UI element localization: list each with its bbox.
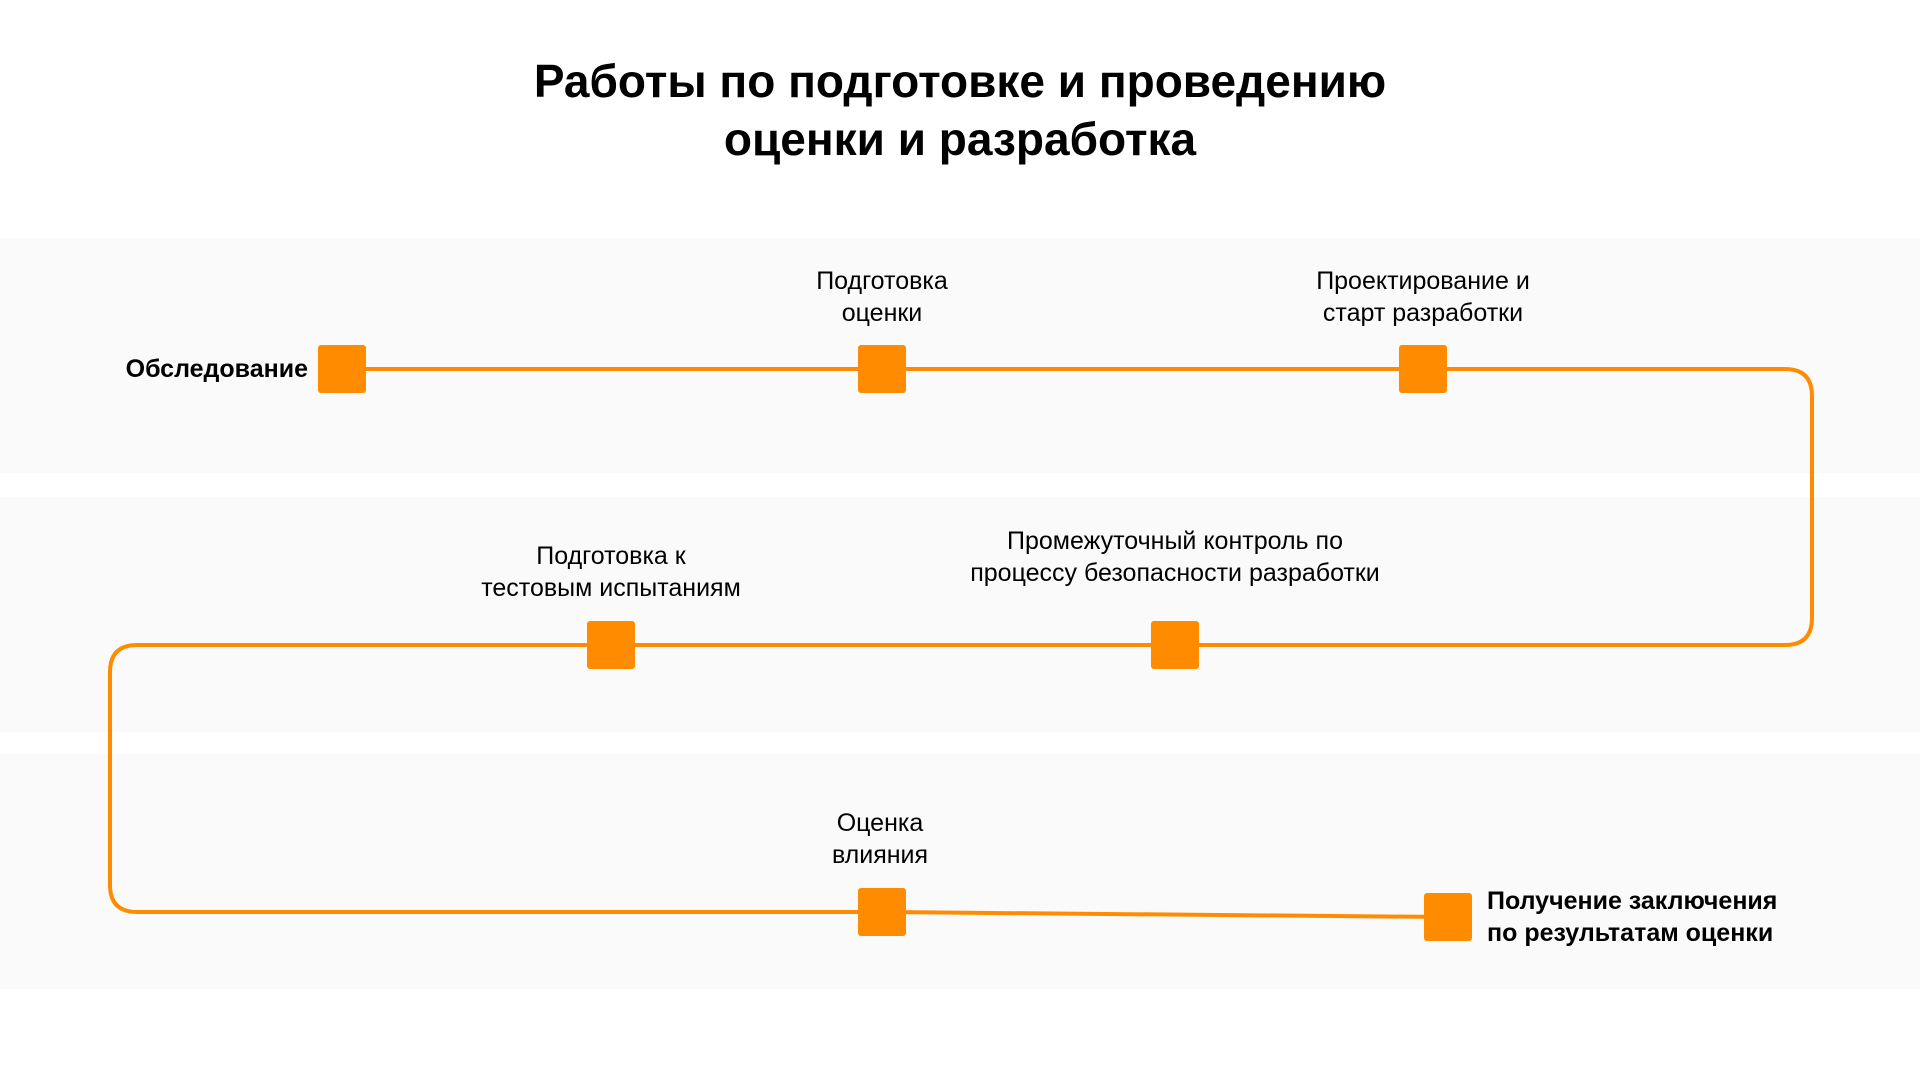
row-band-3	[0, 754, 1920, 989]
step-label-impact-assessment: Оценка влияния	[832, 807, 928, 871]
step-label-impact-assessment-line-1: Оценка	[836, 809, 924, 837]
step-label-interim-control-line-2: процессу безопасности разработки	[970, 559, 1380, 587]
step-label-conclusion-line-2: по результатам оценки	[1487, 919, 1774, 947]
step-label-design-start: Проектирование и старт разработки	[1316, 265, 1530, 329]
step-label-interim-control-line-1: Промежуточный контроль по	[1007, 527, 1343, 555]
step-label-conclusion-line-1: Получение заключения	[1487, 887, 1778, 915]
diagram-title-line-2: оценки и разработка	[723, 113, 1197, 165]
step-label-conclusion: Получение заключения по результатам оцен…	[1487, 885, 1777, 949]
step-marker-impact-assessment	[858, 888, 906, 936]
step-label-test-prep: Подготовка к тестовым испытаниям	[481, 540, 741, 604]
step-marker-test-prep	[587, 621, 635, 669]
step-marker-interim-control	[1151, 621, 1199, 669]
connector-line	[108, 367, 1814, 919]
diagram-title-line-1: Работы по подготовке и проведению	[533, 55, 1387, 107]
step-marker-survey	[318, 345, 366, 393]
row-band-2	[0, 497, 1920, 732]
step-label-assessment-prep-line-1: Подготовка	[816, 267, 948, 295]
step-label-survey-line-1: Обследование	[125, 355, 308, 383]
step-label-test-prep-line-2: тестовым испытаниям	[481, 574, 741, 602]
step-label-design-start-line-1: Проектирование и	[1316, 267, 1530, 295]
step-label-survey: Обследование	[126, 353, 308, 385]
step-marker-conclusion	[1424, 893, 1472, 941]
step-marker-design-start	[1399, 345, 1447, 393]
step-label-design-start-line-2: старт разработки	[1322, 299, 1524, 327]
step-marker-assessment-prep	[858, 345, 906, 393]
diagram-title: Работы по подготовке и проведению оценки…	[0, 52, 1920, 168]
step-label-test-prep-line-1: Подготовка к	[536, 542, 686, 570]
step-label-assessment-prep-line-2: оценки	[841, 299, 923, 327]
step-label-interim-control: Промежуточный контроль по процессу безоп…	[970, 525, 1380, 589]
step-label-impact-assessment-line-2: влияния	[831, 841, 929, 869]
step-label-assessment-prep: Подготовка оценки	[816, 265, 948, 329]
